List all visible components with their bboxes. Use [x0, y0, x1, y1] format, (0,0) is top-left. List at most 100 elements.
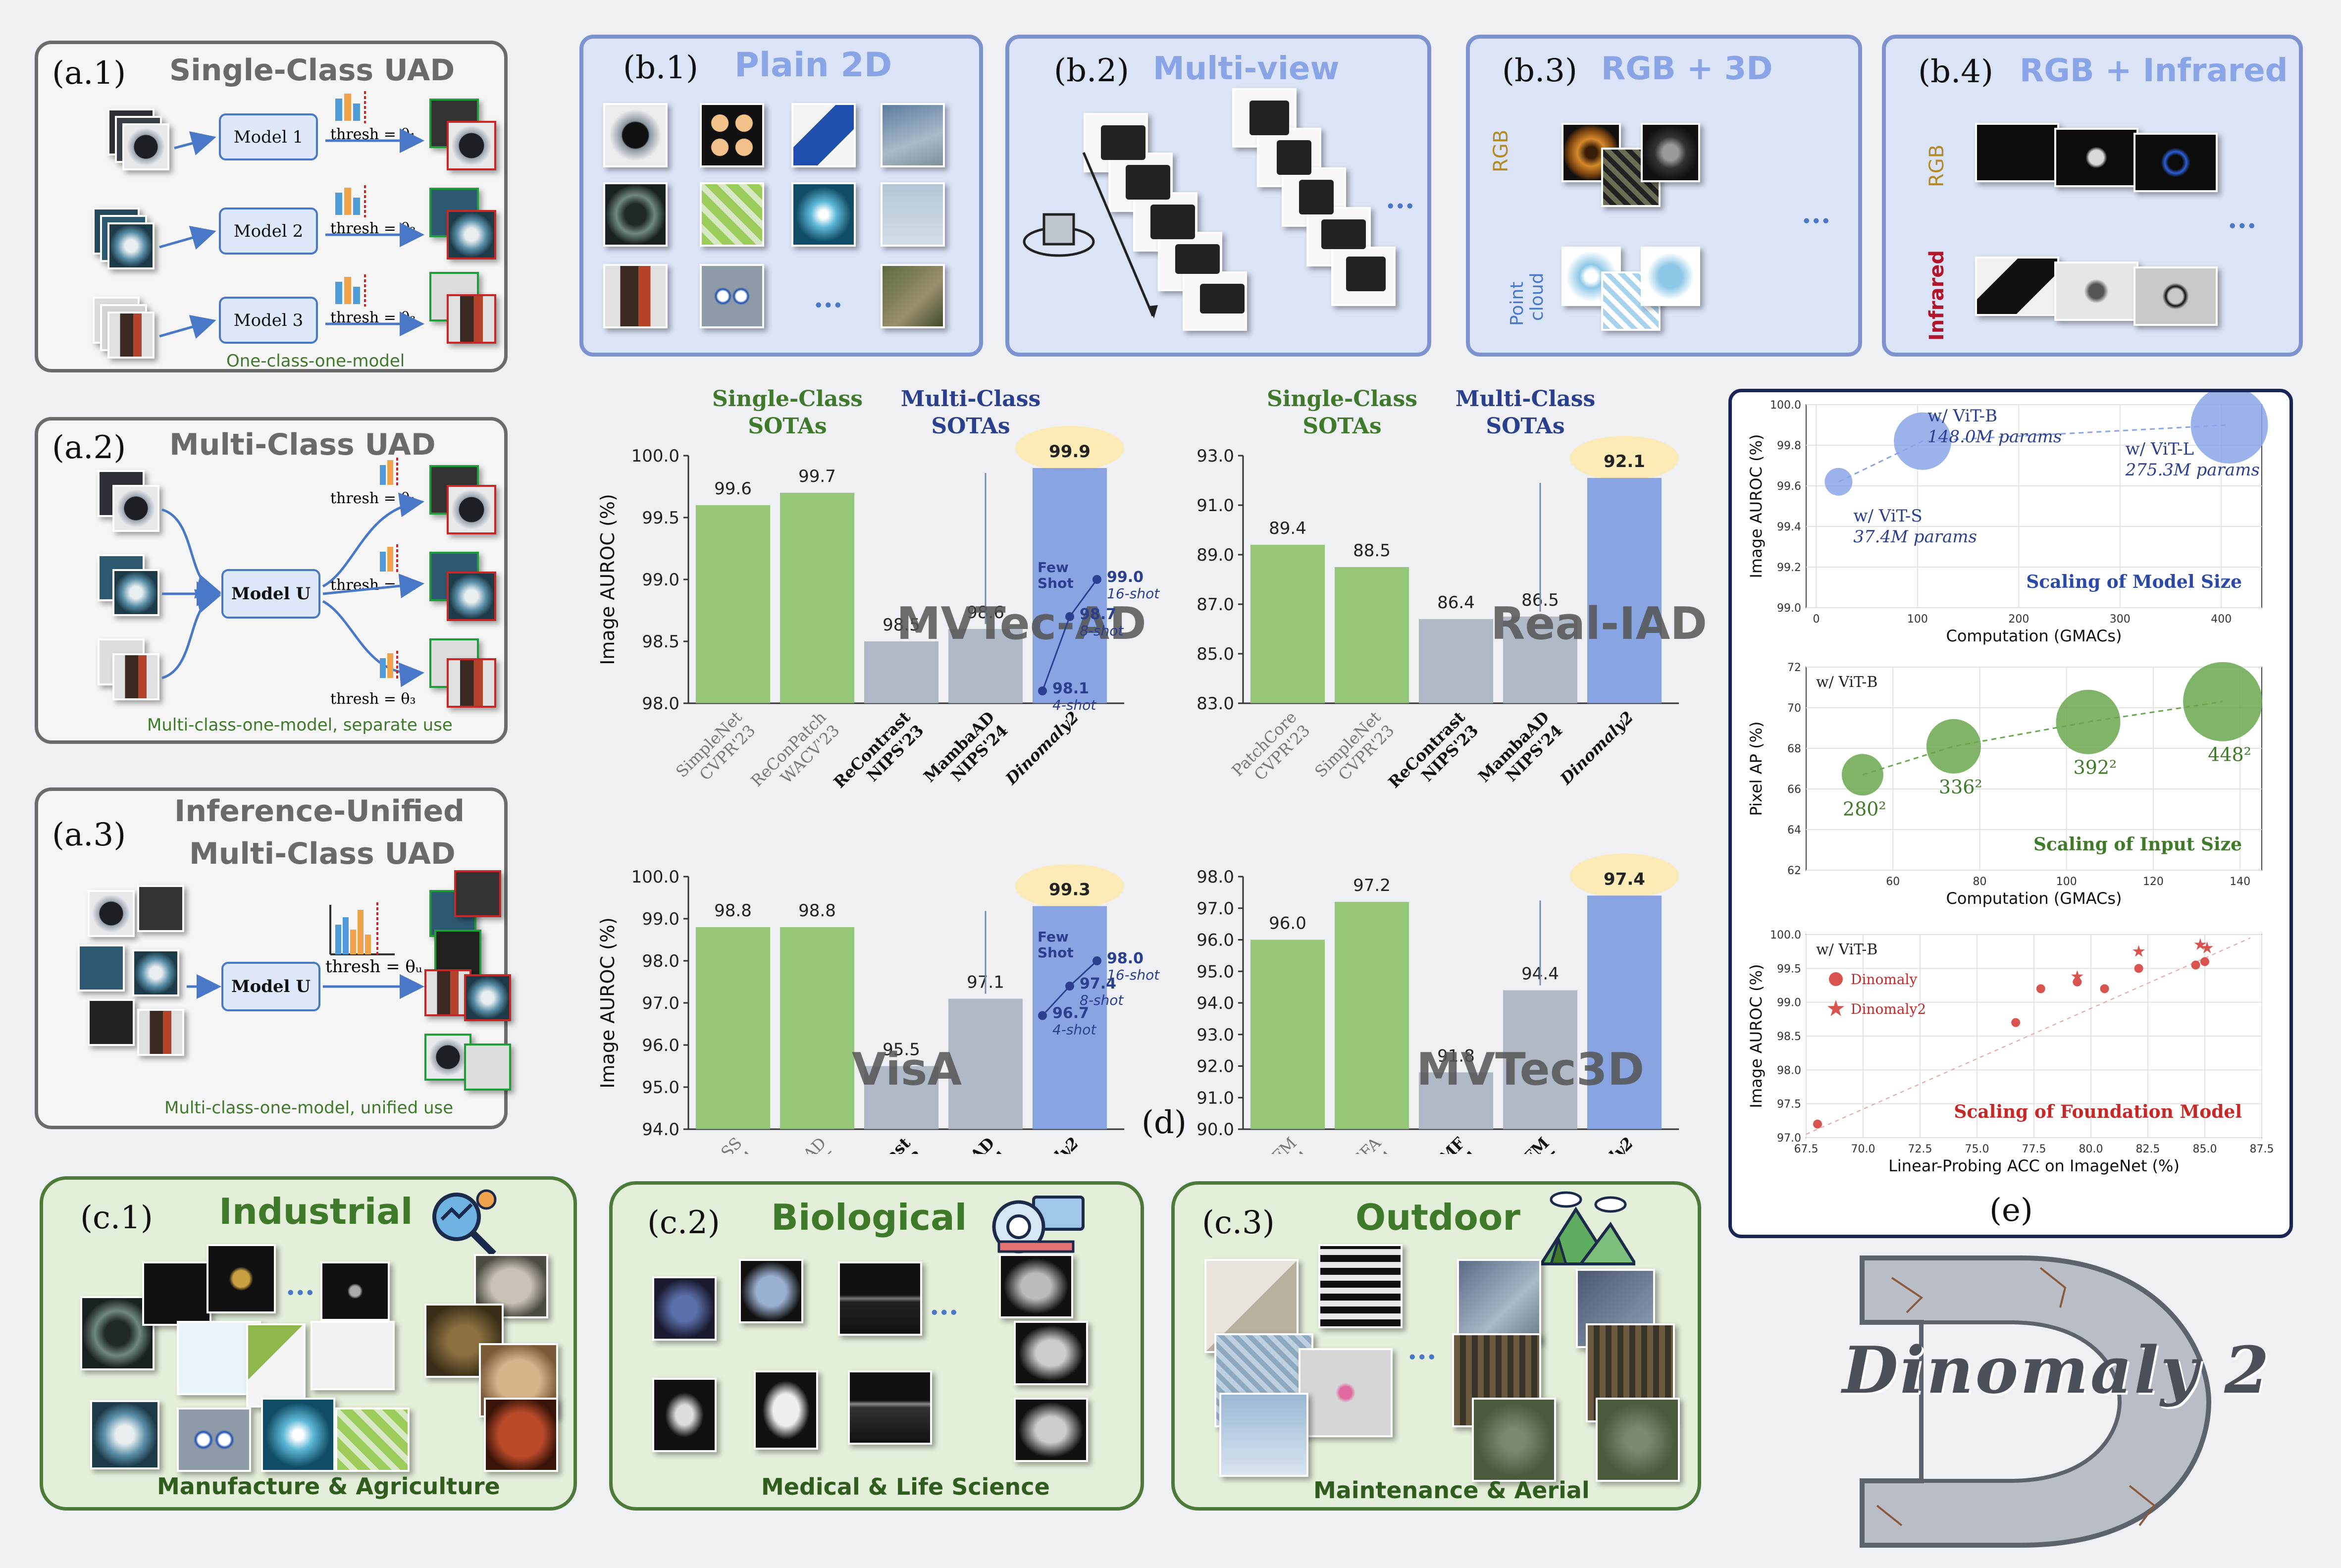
panel-e-tag: (e) [1989, 1192, 2033, 1229]
few-shot-value: 98.1 [1052, 680, 1089, 697]
plot-note: w/ ViT-B [1816, 941, 1877, 958]
few-shot-value: 98.7 [1080, 606, 1116, 623]
multi-class-label-2: SOTAs [1486, 414, 1564, 439]
model-u-box-a2: Model U [221, 569, 320, 619]
panel-d-bar-charts: Single-ClassSOTAsMulti-ClassSOTAs98.098.… [597, 386, 1707, 1154]
b3-pc-label-1: Point [1507, 281, 1527, 326]
c1-img-6 [320, 1261, 390, 1321]
x-category-label: GLFMTASAE'25 [1479, 1134, 1566, 1154]
point-label-name: w/ ViT-S [1853, 506, 1922, 526]
panel-c2-tag: (c.2) [647, 1204, 720, 1241]
bar-value-label: 98.5 [883, 615, 920, 635]
y-tick-label: 99.5 [1777, 963, 1801, 975]
x-category-label-line: Dinomaly2 [1001, 708, 1082, 788]
panel-a1-title: Single-Class UAD [169, 53, 455, 88]
y-tick-label: 98.0 [1197, 867, 1234, 887]
y-tick-label: 96.0 [642, 1036, 679, 1055]
x-category-label: ReContrastNIPS'23 [830, 1134, 928, 1154]
out-a3-6 [424, 1034, 471, 1081]
panel-a2-tag: (a.2) [52, 429, 126, 466]
c2-img-5 [1014, 1321, 1088, 1385]
point-label-size: 336² [1939, 776, 1982, 798]
b1-img-11 [881, 264, 945, 328]
y-tick-label: 99.0 [642, 909, 679, 929]
stack-a2-3b [112, 653, 159, 700]
few-shot-point [1065, 982, 1074, 991]
bar-value-label: 88.5 [1353, 541, 1391, 561]
mountain-icon [1538, 1191, 1635, 1265]
bar-value-label: 99.6 [714, 479, 752, 499]
c2-img-7 [754, 1370, 818, 1450]
thresh-a3: thresh = θᵤ [325, 957, 422, 977]
b1-img-5 [603, 182, 668, 247]
stack-a1-1c [122, 123, 169, 170]
few-shot-label-1: Few [1038, 559, 1069, 575]
panel-a2-title: Multi-Class UAD [169, 427, 436, 462]
plot-title: Scaling of Foundation Model [1954, 1101, 2242, 1122]
few-shot-label-2: Shot [1038, 944, 1074, 961]
y-tick-label: 99.6 [1777, 480, 1801, 493]
dinomaly2-point [2201, 941, 2213, 953]
chart-watermark-title: MVTec3D [1416, 1044, 1644, 1096]
panel-a3: (a.3) Inference-Unified Multi-Class UAD … [35, 787, 511, 1129]
panel-a3-arrows [187, 902, 424, 999]
bar-value-label: 95.5 [883, 1040, 920, 1060]
out-a2-3b [447, 658, 496, 708]
b2-rotate-icon [1023, 101, 1386, 318]
point-label-params: 275.3M params [2125, 460, 2260, 480]
x-tick-label: 80.0 [2079, 1143, 2103, 1155]
bar [1503, 990, 1577, 1129]
panel-b4-title: RGB + Infrared [2020, 52, 2288, 89]
b4-ellipsis: ... [2228, 202, 2257, 235]
x-category-label: Dinomaly2 [1556, 1134, 1637, 1154]
mix-a3-4 [132, 949, 179, 996]
mri-scanner-icon [992, 1196, 1085, 1254]
best-glow [1570, 853, 1679, 898]
x-tick-label: 0 [1813, 613, 1820, 626]
panel-a2-caption: Multi-class-one-model, separate use [147, 715, 453, 735]
stack-a2-1b [112, 485, 159, 532]
y-axis-label: Pixel AP (%) [1747, 722, 1766, 816]
x-category-label: CPMFPR'24 [1418, 1134, 1482, 1154]
dinomaly2-point [2194, 938, 2207, 950]
mix-a3-6 [137, 1009, 184, 1056]
x-category-label: Dinomaly2 [1001, 1134, 1082, 1154]
point-label-size: 392² [2074, 757, 2117, 779]
y-tick-label: 100.0 [631, 446, 679, 466]
mix-a3-5 [88, 999, 135, 1046]
bar [696, 505, 770, 703]
input-size-point [2183, 662, 2263, 741]
dinomaly-point [2191, 960, 2200, 970]
best-glow [1015, 426, 1124, 470]
panel-a3-title-1: Inference-Unified [174, 794, 465, 829]
b1-img-10 [700, 264, 764, 328]
bar-value-label: 89.4 [1269, 519, 1306, 538]
b4-ir-2 [2054, 261, 2138, 321]
y-tick-label: 97.0 [642, 993, 679, 1013]
y-axis-label: Image AUROC (%) [597, 494, 619, 665]
x-category-label: CFMCVPR'24 [1237, 1134, 1314, 1154]
mix-a3-2 [137, 885, 184, 932]
c3-img-2 [1318, 1244, 1403, 1328]
c1-ellipsis: ... [286, 1269, 315, 1302]
few-shot-value: 97.4 [1080, 975, 1116, 993]
bar [1250, 545, 1325, 703]
bar-value-label: 92.1 [1604, 452, 1645, 471]
c2-img-4 [999, 1254, 1073, 1318]
multi-class-label-2: SOTAs [931, 414, 1010, 439]
b1-img-2 [700, 103, 764, 167]
panel-b4: (b.4) RGB + Infrared RGB Infrared ... [1882, 35, 2303, 357]
c1-img-2 [142, 1261, 211, 1326]
bar [864, 1066, 938, 1129]
bar-value-label: 97.2 [1353, 876, 1391, 895]
point-label-params: 37.4M params [1853, 527, 1977, 547]
panel-a3-title-2: Multi-Class UAD [189, 836, 456, 871]
bar-value-label: 97.4 [1604, 869, 1645, 889]
legend-label-dinomaly: Dinomaly [1851, 971, 1917, 988]
single-class-label-1: Single-Class [712, 386, 863, 412]
x-tick-label: 75.0 [1965, 1143, 1989, 1155]
bar [1250, 940, 1325, 1129]
few-shot-point [1092, 956, 1101, 965]
input-size-point [2056, 689, 2121, 754]
